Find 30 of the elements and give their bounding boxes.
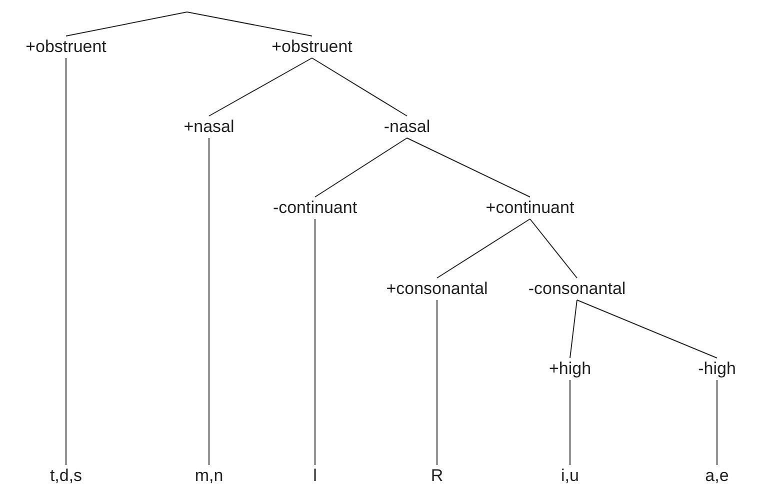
feature-label: m,n bbox=[194, 466, 224, 486]
feature-label: -continuant bbox=[272, 198, 358, 218]
feature-label: -consonantal bbox=[528, 279, 626, 299]
tree-branch bbox=[576, 300, 718, 358]
tree-branch bbox=[312, 58, 408, 116]
tree-branch bbox=[570, 300, 578, 358]
feature-label: +consonantal bbox=[386, 279, 488, 299]
feature-label: +continuant bbox=[486, 198, 574, 218]
tree-branch bbox=[314, 218, 316, 466]
tree-branch bbox=[186, 12, 312, 36]
tree-branch bbox=[530, 218, 578, 278]
tree-branch bbox=[208, 138, 210, 466]
tree-branch bbox=[406, 138, 530, 198]
feature-label: -nasal bbox=[384, 117, 430, 137]
tree-branch bbox=[314, 138, 408, 198]
feature-label: +high bbox=[548, 359, 592, 379]
tree-branch bbox=[208, 58, 312, 116]
feature-label: -high bbox=[698, 359, 736, 379]
feature-label: i,u bbox=[561, 466, 579, 486]
tree-branch bbox=[66, 12, 188, 36]
feature-label: t,d,s bbox=[50, 466, 82, 486]
feature-label: R bbox=[430, 466, 444, 486]
feature-label: +nasal bbox=[184, 117, 234, 137]
tree-branch bbox=[716, 380, 718, 466]
feature-label: l bbox=[313, 466, 317, 486]
feature-label: a,e bbox=[705, 466, 729, 486]
feature-label: +obstruent bbox=[26, 37, 106, 57]
tree-branch bbox=[436, 300, 438, 466]
tree-branch bbox=[436, 218, 530, 278]
feature-label: +obstruent bbox=[272, 37, 352, 57]
